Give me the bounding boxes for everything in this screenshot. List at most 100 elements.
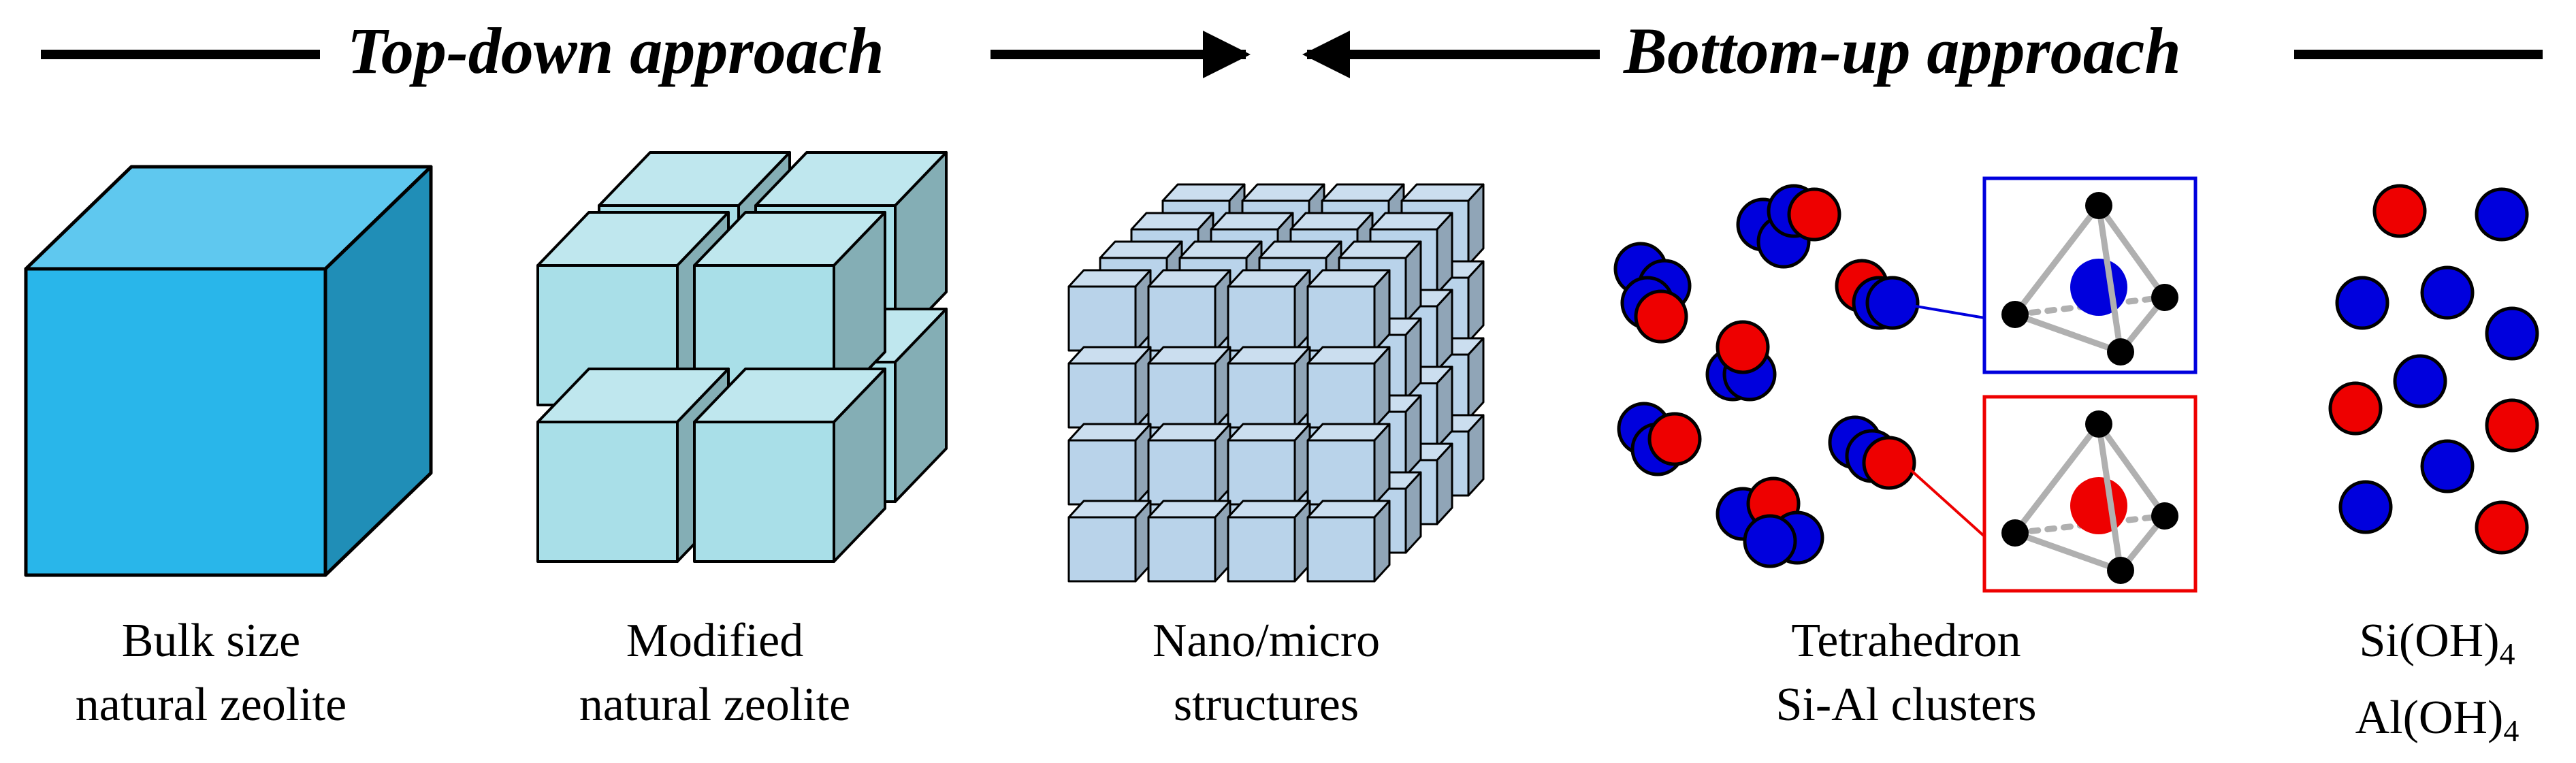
tetra-edge: [2012, 202, 2102, 318]
nano-cube: [1227, 423, 1311, 506]
cube-front-face: [1306, 516, 1376, 583]
nano-cube: [1147, 346, 1231, 429]
tetra-edge: [2012, 421, 2102, 536]
cube-front-face: [1147, 285, 1217, 352]
si-al-clusters: [1613, 184, 1920, 568]
formula-subscript: 4: [2503, 713, 2519, 748]
oxygen-vertex: [2151, 502, 2178, 530]
formula-base: Al(OH): [2355, 692, 2504, 744]
nano-cube: [1306, 346, 1391, 429]
caption-line: Nano/micro: [1152, 615, 1381, 667]
al-atom: [1787, 187, 1841, 242]
modified-cube: [693, 368, 886, 563]
si-atom: [2338, 480, 2393, 534]
tetrahedron-cluster: [1617, 402, 1702, 476]
caption-line: Modified: [626, 615, 804, 667]
caption-line: natural zeolite: [579, 679, 851, 731]
al-atom: [2372, 184, 2427, 238]
cube-front-face: [1227, 285, 1296, 352]
bottom-up-heading: Bottom-up approach: [1624, 14, 2181, 87]
tetrahedron-cluster: [1716, 476, 1824, 568]
nano-cube: [1067, 500, 1152, 583]
si-atom: [1743, 514, 1797, 568]
tetra-edge: [2095, 421, 2168, 519]
oxygen-vertex: [2001, 519, 2029, 547]
tetra-edge: [2012, 311, 2124, 355]
nano-cube: [1306, 500, 1391, 583]
si-atom: [2485, 306, 2539, 361]
oxygen-vertex: [2107, 338, 2134, 366]
si-atom: [2420, 439, 2475, 493]
al-atom: [2475, 500, 2529, 555]
cube-front-face: [1306, 285, 1376, 352]
stage-caption-tetrahedron: Tetrahedron Si-Al clusters: [1695, 609, 2117, 737]
cube-front-face: [1227, 516, 1296, 583]
tetrahedron-cluster: [1828, 415, 1916, 490]
tetrahedron-insets: [1895, 176, 2197, 593]
hidden-edge: [2012, 513, 2168, 536]
si-atom: [2420, 265, 2475, 320]
tetra-edge: [2012, 530, 2124, 574]
leader-line: [1895, 302, 1985, 319]
oxygen-vertex: [2107, 557, 2134, 584]
si-atom: [2393, 354, 2447, 408]
oxygen-vertex: [2085, 410, 2112, 438]
central-atom: [2070, 259, 2127, 316]
top-down-heading: Top-down approach: [347, 14, 884, 87]
cube-front-face: [1227, 362, 1296, 429]
nano-cube: [1067, 269, 1152, 352]
nano-cube: [1147, 423, 1231, 506]
cube-front-face: [1306, 362, 1376, 429]
tetrahedron-inset: [1901, 395, 2197, 593]
oxygen-vertex: [2085, 192, 2112, 219]
stage-caption-bulk: Bulk size natural zeolite: [0, 609, 422, 737]
caption-line: structures: [1173, 679, 1359, 731]
cube-front-face: [1147, 362, 1217, 429]
cube-front-face: [1306, 439, 1376, 506]
al-atom: [2485, 398, 2539, 453]
al-atom: [1634, 289, 1688, 344]
tetrahedron-cluster: [1613, 242, 1692, 344]
al-atom: [1862, 436, 1916, 490]
si-hydroxide-formula: Si(OH)4: [2308, 609, 2566, 686]
cube-front-face: [1067, 516, 1137, 583]
al-atom: [1647, 412, 1702, 466]
cube-front-face: [1147, 516, 1217, 583]
bulk-cube: [24, 165, 433, 577]
tetra-edge: [2095, 202, 2124, 355]
oxygen-vertex: [2001, 301, 2029, 328]
nano-cube: [1306, 423, 1391, 506]
precursor-caption: Si(OH)4 Al(OH)4: [2308, 609, 2566, 763]
cube-front-face: [1147, 439, 1217, 506]
cube-front-face: [693, 421, 835, 563]
caption-line: Si-Al clusters: [1775, 679, 2037, 731]
modified-zeolite-cubes: [536, 151, 948, 563]
oxygen-vertex: [2151, 284, 2178, 311]
central-atom: [2070, 477, 2127, 534]
tetra-edge: [2095, 421, 2124, 574]
al-hydroxide-formula: Al(OH)4: [2308, 686, 2566, 763]
cube-front-face: [536, 421, 679, 563]
caption-line: Bulk size: [121, 615, 301, 667]
hidden-edge: [2012, 294, 2168, 318]
bulk-zeolite-cube: [24, 165, 433, 577]
cube-front-face: [1067, 285, 1137, 352]
cube-front-face: [1227, 439, 1296, 506]
precursor-atoms: [2328, 184, 2539, 555]
al-atom: [1716, 320, 1770, 374]
nano-cube: [1147, 269, 1231, 352]
formula-subscript: 4: [2499, 636, 2515, 671]
cube-front-face: [1067, 439, 1137, 506]
caption-line: Tetrahedron: [1791, 615, 2021, 667]
tetra-edge: [2095, 202, 2168, 301]
si-atom: [2335, 276, 2389, 330]
stage-caption-modified: Modified natural zeolite: [504, 609, 926, 737]
nano-cube: [1227, 500, 1311, 583]
formula-base: Si(OH): [2359, 615, 2500, 667]
tetrahedron-cluster: [1835, 259, 1920, 330]
leader-line: [1901, 461, 1986, 538]
nano-cube: [1147, 500, 1231, 583]
al-atom: [2328, 381, 2383, 436]
